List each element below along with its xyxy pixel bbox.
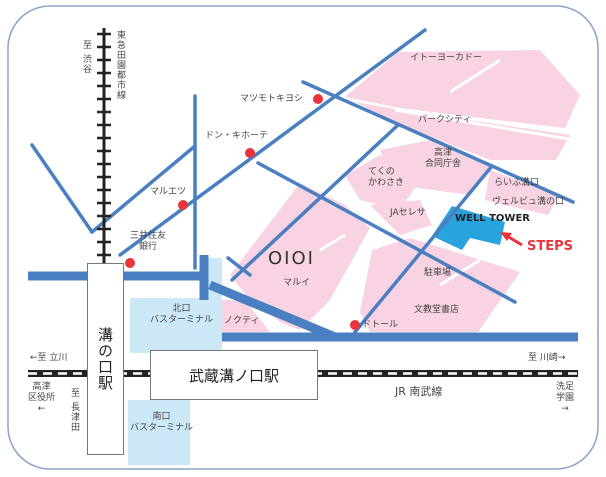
nocty-label: ノクティ	[224, 316, 260, 326]
marker-smbc-icon	[125, 258, 135, 268]
parking-label: 駐車場	[424, 268, 452, 278]
techno-kawasaki-label: てくのかわさき	[368, 167, 405, 188]
marker-doutor-icon	[350, 320, 360, 330]
to-nagatsuta-label: 至 長津田	[69, 388, 79, 432]
senzoku-label: 洗足学園→	[556, 382, 575, 414]
verbu-label: ヴェルビュ溝の口	[492, 197, 565, 207]
ward-office-label: 高津区役所←	[28, 382, 56, 414]
north-bus-terminal-label: 北口バスターミナル	[150, 304, 214, 325]
donki-label: ドン・キホーテ	[205, 131, 269, 141]
steps-arrow-icon	[500, 232, 523, 247]
takatsu-office-label: 高津合同庁舎	[425, 148, 462, 169]
parkcity-label: パークシティ	[418, 115, 472, 125]
maruetsu-label: マルエツ	[150, 187, 187, 197]
bunkyodo-label: 文教堂書店	[414, 305, 460, 315]
marker-donki-icon	[245, 148, 255, 158]
life-label: らいふ溝口	[494, 178, 540, 188]
well-tower-label: WELL TOWER	[455, 213, 530, 224]
marker-maruetsu-icon	[178, 200, 188, 210]
south-bus-terminal-label: 南口バスターミナル	[130, 412, 194, 433]
smbc-label: 三井住友銀行	[130, 231, 167, 252]
nambu-line-label: JR 南武線	[395, 385, 443, 398]
doutor-label: ドトール	[362, 320, 399, 330]
streets	[30, 28, 575, 334]
denentoshi-line-label: 東急田園都市線	[115, 30, 125, 100]
marker-matsumoto-icon	[313, 94, 323, 104]
to-tachikawa-label: ←至 立川	[30, 353, 68, 363]
oioi-label: OIOI	[268, 248, 315, 269]
to-kawasaki-label: 至 川崎→	[528, 353, 566, 363]
matsumoto-label: マツモトキヨシ	[240, 94, 304, 104]
shop-markers	[125, 94, 360, 330]
mizonokuchi-station-label: 溝の口駅	[96, 327, 114, 391]
mizonokuchi-station[interactable]: 溝の口駅	[87, 263, 124, 455]
steps-label[interactable]: STEPS	[527, 239, 574, 254]
south-bus-terminal	[128, 400, 190, 465]
musashi-mizonokuchi-station[interactable]: 武蔵溝ノ口駅	[150, 350, 318, 400]
marui-label: マルイ	[283, 278, 311, 288]
itoyokado-label: イトーヨーカドー	[410, 53, 483, 63]
ja-label: JAセレサ	[390, 208, 426, 218]
to-shibuya-label: 至 渋谷	[81, 40, 91, 74]
musashi-station-label: 武蔵溝ノ口駅	[188, 366, 279, 385]
